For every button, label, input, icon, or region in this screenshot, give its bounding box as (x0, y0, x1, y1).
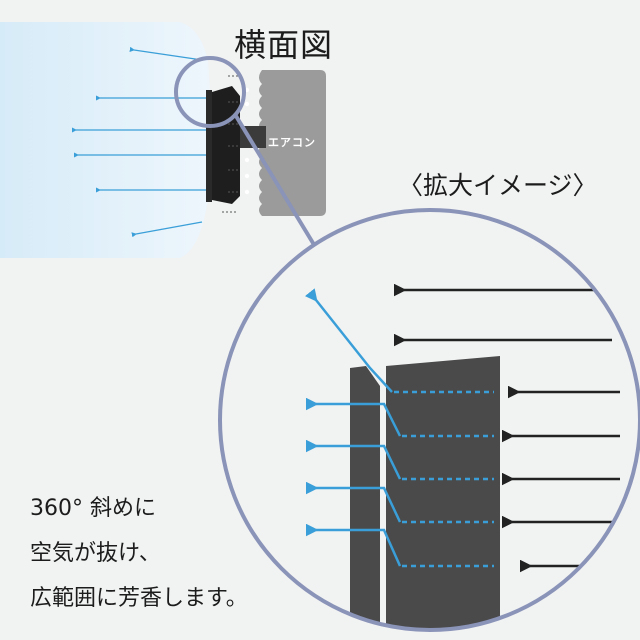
lens-ring (218, 208, 640, 632)
description-text: 360° 斜めに 空気が抜け、 広範囲に芳香します。 (30, 486, 248, 621)
small-dashes (222, 75, 240, 213)
zoom-connector-line (234, 114, 318, 250)
device-dots (244, 87, 250, 195)
air-flow-region (0, 22, 212, 258)
blue-exhaust-arrows (304, 288, 402, 567)
zoom-lens (218, 208, 640, 632)
small-blue-arrows (71, 46, 206, 238)
device-body (212, 86, 240, 204)
fin-thin (350, 366, 380, 630)
zoom-view-title: 〈拡大イメージ〉 (398, 171, 598, 200)
aircon-label: エアコン (268, 136, 316, 149)
device-fin-mount (206, 90, 212, 202)
side-view-diagram (0, 22, 326, 258)
description-line-2: 空気が抜け、 (30, 541, 161, 566)
description-line-3: 広範囲に芳香します。 (30, 586, 248, 611)
fin-main (386, 356, 500, 630)
side-view-title: 横面図 (234, 26, 334, 64)
zoom-source-ring (174, 56, 246, 128)
description-line-1: 360° 斜めに (30, 496, 156, 521)
dashed-channels (394, 390, 494, 568)
